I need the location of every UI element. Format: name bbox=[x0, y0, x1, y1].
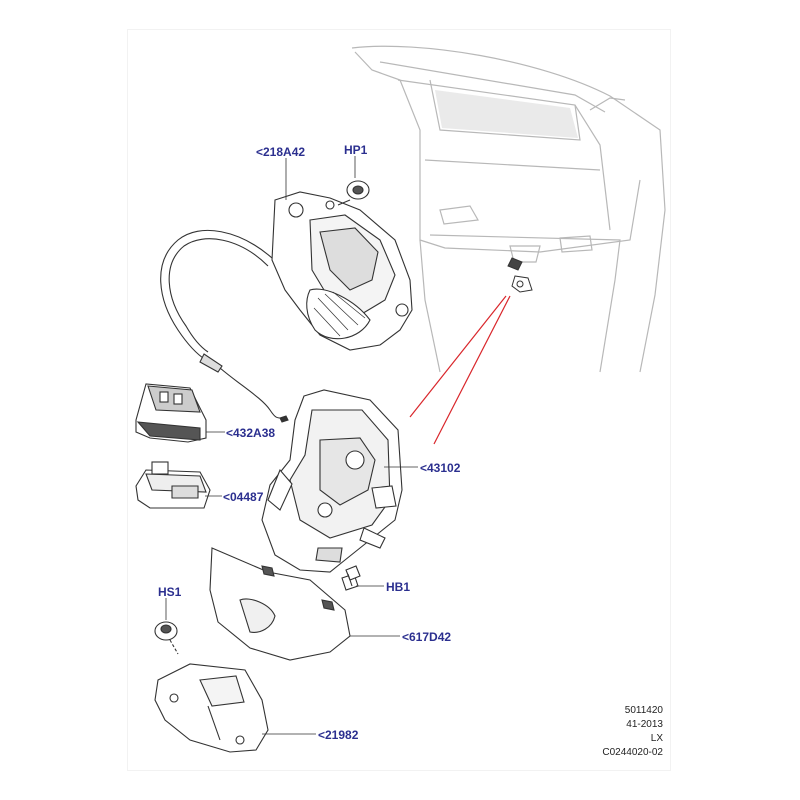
meta-line-4: C0244020-02 bbox=[602, 747, 663, 758]
callout-21982: <21982 bbox=[318, 728, 359, 742]
actuator-cable bbox=[160, 229, 289, 423]
highlight-lines bbox=[409, 295, 511, 445]
screw-hs1-part bbox=[154, 621, 179, 655]
tailgate-latch-part bbox=[261, 389, 403, 573]
bolt-hb1-part bbox=[341, 565, 361, 591]
callout-hp1: HP1 bbox=[344, 143, 368, 157]
latch-actuator-part bbox=[271, 191, 413, 351]
latch-cover-part bbox=[209, 547, 351, 661]
callout-218A42: <218A42 bbox=[256, 145, 306, 159]
tailgate-glass-texture bbox=[435, 90, 578, 138]
callout-617D42: <617D42 bbox=[402, 630, 452, 644]
meta-line-2: 41-2013 bbox=[626, 719, 663, 730]
tailgate-latch-detail bbox=[507, 257, 533, 293]
meta-line-1: 5011420 bbox=[624, 705, 663, 716]
grommet-hp1-part bbox=[346, 180, 370, 200]
switch-housing-part bbox=[135, 383, 207, 443]
callout-432A38: <432A38 bbox=[226, 426, 276, 440]
meta-line-3: LX bbox=[650, 733, 663, 744]
callout-43102: <43102 bbox=[420, 461, 461, 475]
striker-plate-part bbox=[154, 663, 269, 753]
diagram-frame bbox=[128, 30, 670, 770]
callout-hb1: HB1 bbox=[386, 580, 411, 594]
callout-04487: <04487 bbox=[223, 490, 264, 504]
tailgate-outline bbox=[351, 45, 666, 373]
callout-hs1: HS1 bbox=[158, 585, 182, 599]
leader-lines bbox=[165, 156, 418, 735]
release-switch-part bbox=[135, 461, 211, 509]
